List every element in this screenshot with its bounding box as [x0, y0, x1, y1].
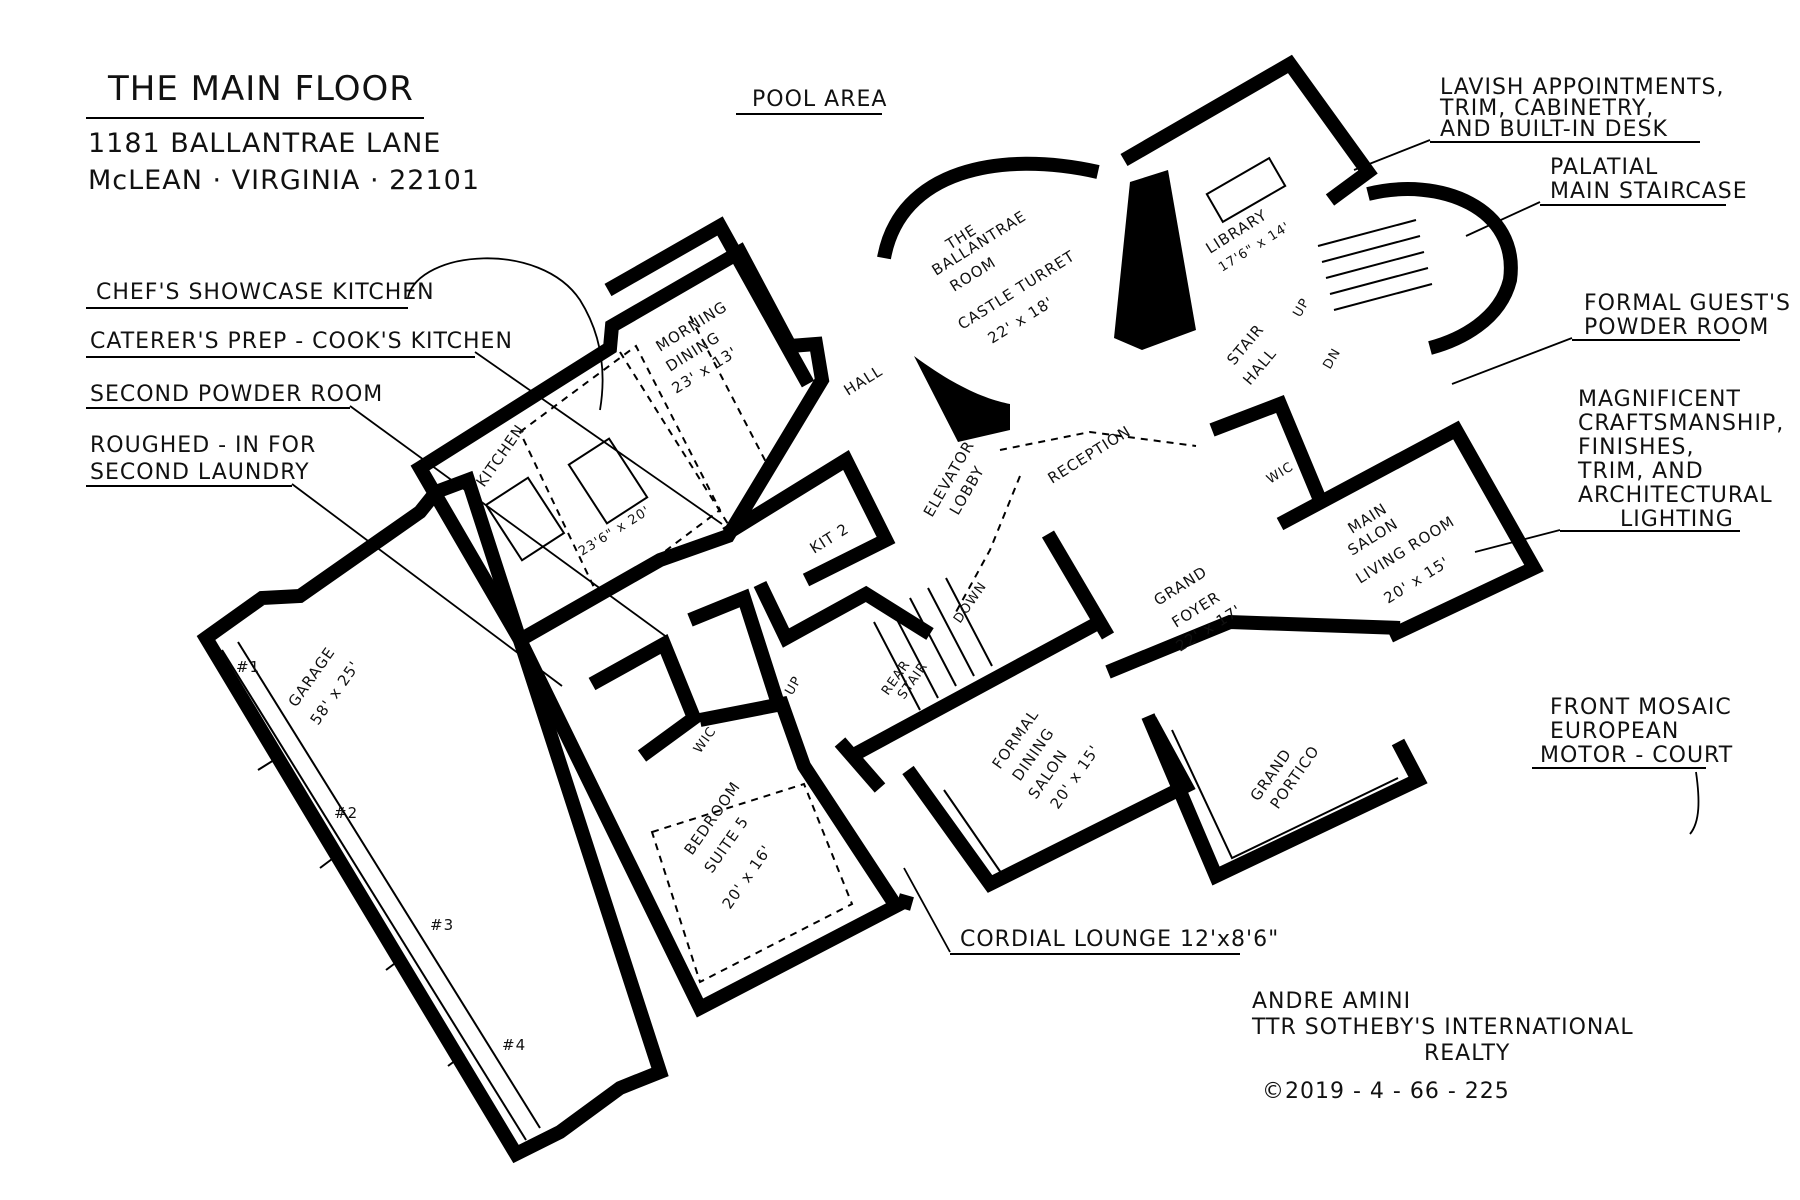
portico-inner: [1171, 729, 1399, 860]
garage-bay-3: #3: [430, 916, 454, 934]
callout-roughed-in-line2: SECOND LAUNDRY: [90, 460, 310, 485]
leader-line: [349, 405, 669, 639]
callout-caterers-kitchen: CATERER'S PREP - COOK'S KITCHEN: [90, 329, 513, 354]
wic-walls: [1209, 395, 1327, 503]
callout-lavish-line3: AND BUILT-IN DESK: [1440, 117, 1668, 142]
callout-craft-line3: FINISHES,: [1578, 435, 1694, 460]
callout-craft-line2: CRAFTSMANSHIP,: [1578, 411, 1784, 436]
library-walls: [1120, 54, 1378, 206]
kit2-walls: [722, 450, 896, 587]
kitchen-island-2: [567, 437, 649, 525]
garage-doors-line: [221, 649, 527, 1141]
callout-chefs-kitchen: CHEF'S SHOWCASE KITCHEN: [96, 280, 435, 305]
credit-copyright: ©2019 - 4 - 66 - 225: [1262, 1079, 1510, 1104]
callout-craft-line1: MAGNIFICENT: [1578, 387, 1741, 412]
morning-dining-dash: [619, 315, 769, 525]
room-kitchen-size: 23'6" x 20': [576, 504, 653, 560]
garage-bay-4: #4: [502, 1036, 526, 1054]
callout-craft-line5: ARCHITECTURAL: [1578, 483, 1773, 508]
right-callouts: LAVISH APPOINTMENTS, TRIM, CABINETRY, AN…: [903, 75, 1791, 955]
callout-palatial-line1: PALATIAL: [1550, 155, 1658, 180]
leader-line: [1465, 201, 1541, 237]
callout-lavish-line1: LAVISH APPOINTMENTS,: [1440, 75, 1724, 100]
credit-company-line2: REALTY: [1424, 1041, 1510, 1066]
callout-motor-line1: FRONT MOSAIC: [1550, 695, 1732, 720]
kitchen-wing-walls: [410, 242, 830, 650]
kitchen-island: [484, 476, 566, 562]
leader-line: [474, 351, 723, 525]
library-solid-wall: [1114, 170, 1196, 350]
stair-dn-label: DN: [1320, 346, 1344, 372]
bedroom-suite-walls: [513, 636, 907, 1018]
callout-cordial-lounge: CORDIAL LOUNGE 12'x8'6": [960, 927, 1279, 952]
callout-second-powder: SECOND POWDER ROOM: [90, 382, 383, 407]
foyer-front-wall: [1105, 614, 1401, 679]
callout-palatial-line2: MAIN STAIRCASE: [1550, 179, 1748, 204]
powder-room-walls: [687, 588, 787, 713]
address-line-2: McLEAN · VIRGINIA · 22101: [88, 165, 480, 196]
dining-detail: [943, 789, 1007, 881]
callout-craft-line4: TRIM, AND: [1577, 459, 1704, 484]
exterior-wall: [834, 737, 914, 911]
left-callouts: CHEF'S SHOWCASE KITCHEN CATERER'S PREP -…: [86, 257, 723, 687]
callout-guest-powder-line1: FORMAL GUEST'S: [1584, 291, 1791, 316]
leader-line: [1689, 771, 1700, 835]
portico-walls: [1141, 713, 1428, 886]
leader-line: [1451, 337, 1573, 385]
garage-pillars: [257, 759, 465, 1067]
rear-stair-up-label: UP: [782, 674, 805, 698]
callout-motor-line2: EUROPEAN: [1550, 719, 1679, 744]
plan-title: THE MAIN FLOOR: [107, 69, 414, 109]
garage-bay-1: #1: [236, 658, 260, 676]
garage-bay-2: #2: [334, 804, 358, 822]
main-staircase-curve: [1366, 182, 1518, 355]
rear-stair-wall: [844, 617, 1100, 765]
room-wic-bedroom: WIC: [691, 724, 720, 756]
callout-lavish-line2: TRIM, CABINETRY,: [1439, 96, 1654, 121]
callout-motor-line3: MOTOR - COURT: [1540, 743, 1733, 768]
address-line-1: 1181 BALLANTRAE LANE: [88, 128, 441, 159]
credit-block: ANDRE AMINI TTR SOTHEBY'S INTERNATIONAL …: [1251, 989, 1634, 1104]
credit-company: TTR SOTHEBY'S INTERNATIONAL: [1251, 1015, 1634, 1040]
library-desk: [1205, 156, 1287, 224]
bedroom-dashed-area: [650, 782, 854, 984]
stair-treads: [1317, 219, 1433, 311]
rear-stair-treads: [873, 577, 993, 711]
main-salon-walls: [1276, 420, 1544, 643]
leader-line: [903, 867, 951, 953]
stair-up-label: UP: [1290, 296, 1313, 320]
elevator-walls: [753, 580, 934, 648]
garage-walls: [196, 470, 669, 1164]
room-kit2: KIT 2: [807, 519, 853, 557]
foyer-wall: [1041, 530, 1115, 640]
garage-doors-line: [237, 641, 541, 1129]
turret-arc: [877, 156, 1100, 260]
credit-name: ANDRE AMINI: [1252, 989, 1411, 1014]
room-hall: HALL: [841, 362, 886, 400]
wic-bedroom-walls: [588, 634, 703, 762]
pool-area-label: POOL AREA: [752, 87, 887, 112]
callout-guest-powder-line2: POWDER ROOM: [1584, 315, 1769, 340]
reception-dashed-lines: [955, 430, 1197, 613]
title-block: THE MAIN FLOOR 1181 BALLANTRAE LANE McLE…: [86, 69, 887, 196]
plan-linework: [196, 54, 1544, 1164]
callout-roughed-in-line1: ROUGHED - IN FOR: [90, 433, 316, 458]
room-wic: WIC: [1264, 459, 1296, 487]
turret-solid-wall: [914, 356, 1010, 442]
morning-dining-walls: [604, 216, 815, 388]
callout-craft-line6: LIGHTING: [1620, 507, 1734, 532]
leader-line: [407, 257, 604, 411]
